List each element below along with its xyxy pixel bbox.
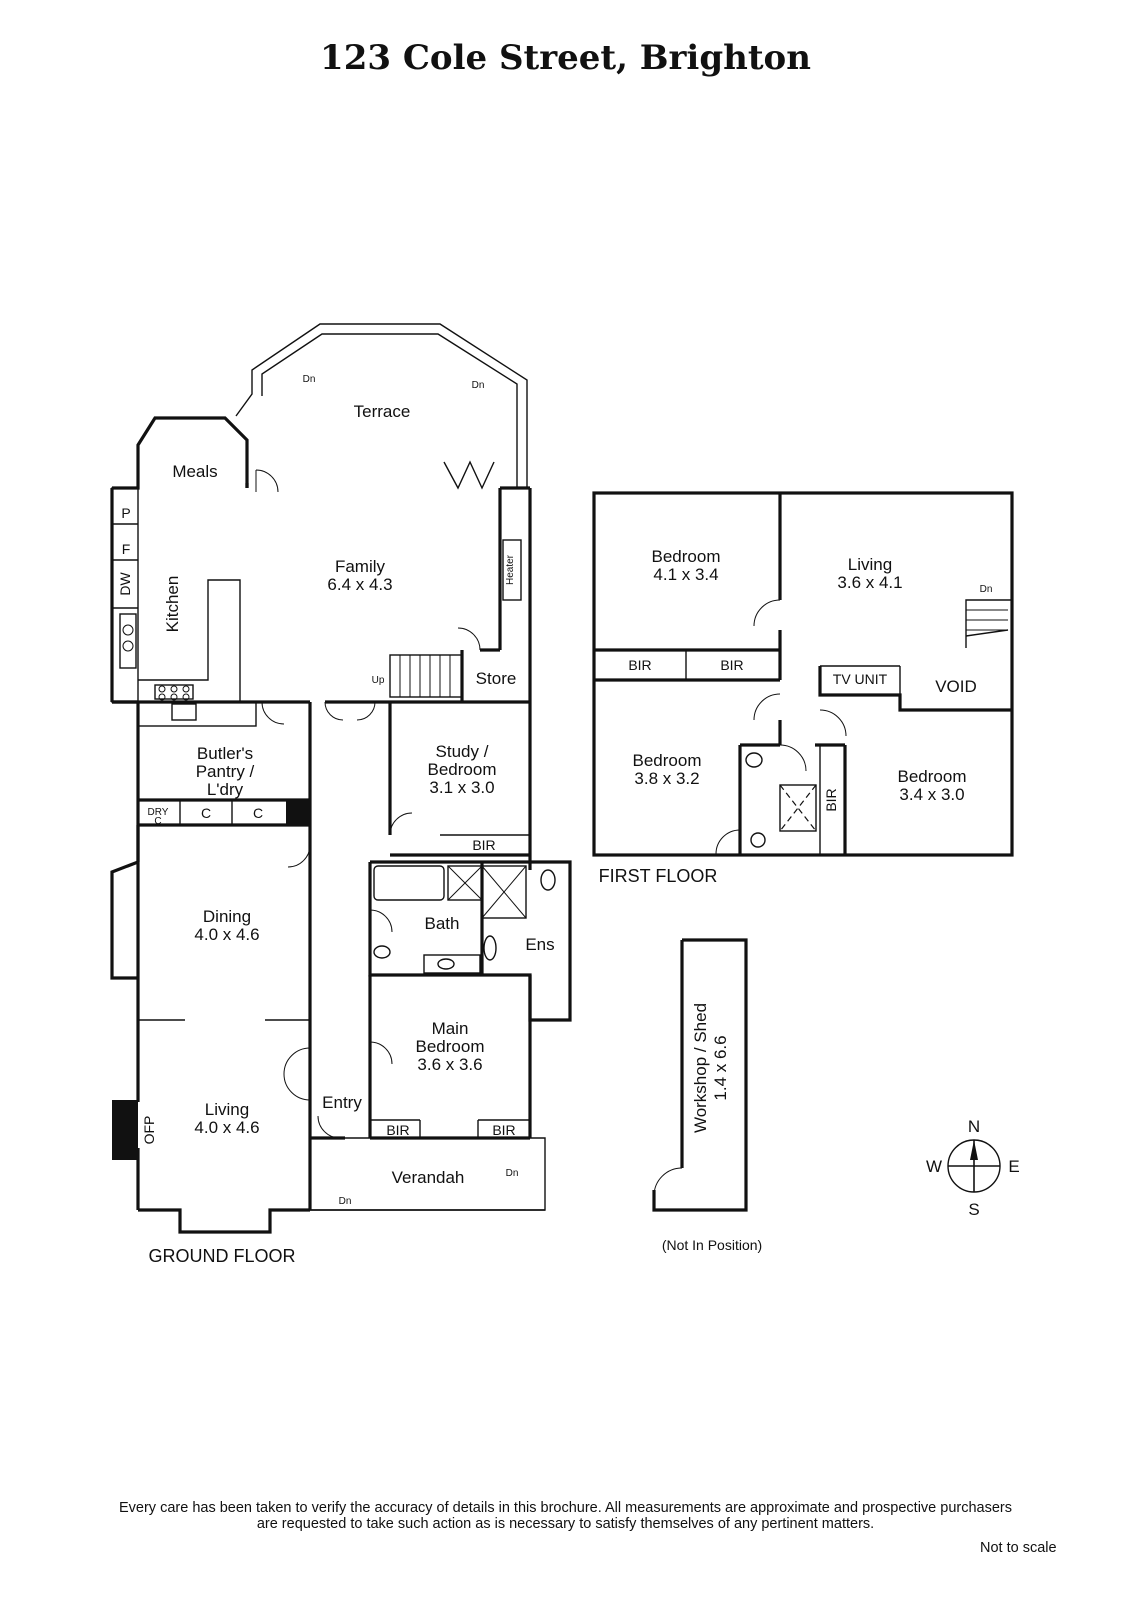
page-title: 123 Cole Street, Brighton [320, 38, 811, 78]
store-label: Store [476, 669, 517, 688]
workshop-label: Workshop / Shed [691, 1003, 710, 1133]
disclaimer: Every care has been taken to verify the … [0, 1500, 1131, 1532]
dry-c-label: C [154, 816, 161, 827]
first-bir-right-label: BIR [720, 657, 743, 673]
first-floor-stairs-down: Dn [980, 584, 993, 595]
bedroom1-label: Bedroom [652, 547, 721, 566]
terrace-steps-down-right: Dn [472, 380, 485, 391]
main-bir-left-label: BIR [386, 1122, 409, 1138]
family-dimensions: 6.4 x 4.3 [327, 575, 392, 594]
bedroom3-bir-label: BIR [823, 788, 839, 811]
entry-label: Entry [322, 1093, 362, 1112]
ground-floor-label: GROUND FLOOR [148, 1246, 295, 1266]
main-bedroom-dimensions: 3.6 x 3.6 [417, 1055, 482, 1074]
compass-south: S [968, 1200, 979, 1219]
dishwasher-label: DW [117, 572, 133, 596]
first-bir-left-label: BIR [628, 657, 651, 673]
workshop-plan [652, 938, 748, 1212]
bedroom1-dimensions: 4.1 x 3.4 [653, 565, 718, 584]
fridge-f-label: F [122, 541, 131, 557]
meals-label: Meals [172, 462, 217, 481]
butlers-label-2: Pantry / [196, 762, 255, 781]
study-bir-label: BIR [472, 837, 495, 853]
verandah-steps-down-east: Dn [506, 1168, 519, 1179]
not-in-position-note: (Not In Position) [662, 1237, 762, 1253]
terrace-outline [235, 323, 528, 488]
dining-label: Dining [203, 907, 251, 926]
compass-west: W [926, 1157, 942, 1176]
void-label: VOID [935, 677, 977, 696]
ground-floor-plan [110, 323, 572, 1234]
family-label: Family [335, 557, 386, 576]
living2-label: Living [848, 555, 892, 574]
cupboard-label-1: C [201, 805, 211, 821]
terrace-label: Terrace [354, 402, 411, 421]
bedroom3-label: Bedroom [898, 767, 967, 786]
butlers-label-3: L'dry [207, 780, 244, 799]
dining-dimensions: 4.0 x 4.6 [194, 925, 259, 944]
study-label-2: Bedroom [428, 760, 497, 779]
compass-north: N [968, 1117, 980, 1136]
verandah-steps-down-south: Dn [339, 1196, 352, 1207]
butlers-label-1: Butler's [197, 744, 253, 763]
main-bedroom-label-2: Bedroom [416, 1037, 485, 1056]
terrace-inner [261, 333, 518, 488]
living2-dimensions: 3.6 x 4.1 [837, 573, 902, 592]
first-floor-label: FIRST FLOOR [599, 866, 718, 886]
compass-east: E [1008, 1157, 1019, 1176]
compass [947, 1139, 1001, 1193]
bedroom2-dimensions: 3.8 x 3.2 [634, 769, 699, 788]
bath-label: Bath [425, 914, 460, 933]
study-label-1: Study / [436, 742, 489, 761]
main-bedroom-label-1: Main [432, 1019, 469, 1038]
heater-label: Heater [505, 554, 516, 585]
cupboard-label-2: C [253, 805, 263, 821]
main-bir-right-label: BIR [492, 1122, 515, 1138]
fireplace-label: OFP [141, 1116, 157, 1145]
verandah-label: Verandah [392, 1168, 465, 1187]
bedroom2-label: Bedroom [633, 751, 702, 770]
workshop-dimensions: 1.4 x 6.6 [711, 1035, 730, 1100]
ens-label: Ens [525, 935, 554, 954]
bedroom3-dimensions: 3.4 x 3.0 [899, 785, 964, 804]
study-dimensions: 3.1 x 3.0 [429, 778, 494, 797]
disclaimer-line-2: are requested to take such action as is … [256, 1516, 875, 1532]
pantry-p-label: P [121, 505, 130, 521]
living-label: Living [205, 1100, 249, 1119]
terrace-steps-down-left: Dn [303, 374, 316, 385]
not-to-scale-note: Not to scale [980, 1540, 1057, 1556]
first-floor-plan [592, 491, 1014, 857]
disclaimer-line-1: Every care has been taken to verify the … [118, 1500, 1012, 1516]
kitchen-label: Kitchen [163, 576, 182, 633]
tv-unit-label: TV UNIT [833, 671, 888, 687]
living-dimensions: 4.0 x 4.6 [194, 1118, 259, 1137]
dry-label: DRY [148, 807, 169, 818]
stairs-up-label: Up [372, 675, 385, 686]
